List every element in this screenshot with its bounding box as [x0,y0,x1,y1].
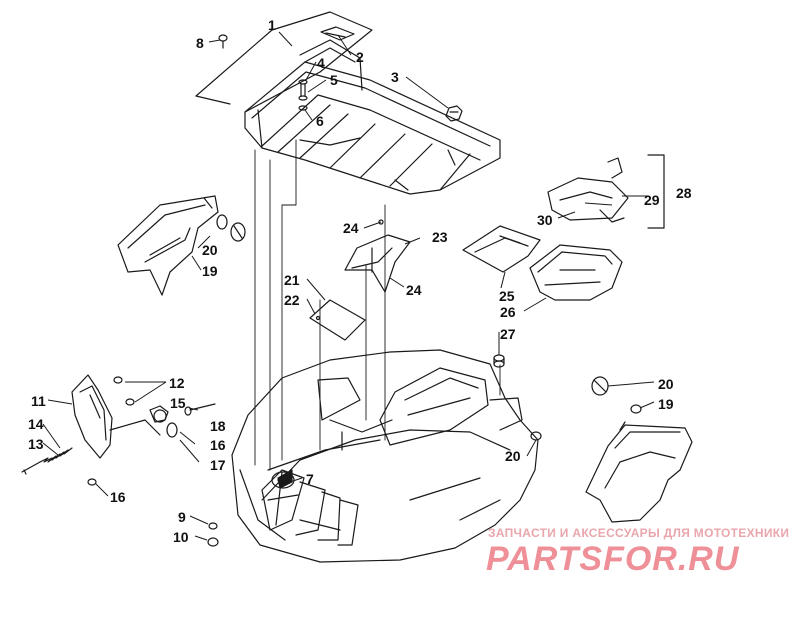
callout-26: 26 [500,304,516,320]
fastener-12 [114,377,134,405]
callout-12: 12 [169,375,185,391]
left-side-panel [118,196,218,295]
center-access-panel [310,300,365,340]
watermark-logo: PARTSFOR.RU [486,540,740,578]
callout-16-right: 16 [210,437,226,453]
front-rack [245,40,500,194]
rear-storage-cover [548,158,628,222]
front-body-panel [232,350,538,562]
center-bracket [345,220,410,292]
callout-19-left: 19 [202,263,218,279]
callout-5: 5 [330,72,338,88]
callout-25: 25 [499,288,515,304]
callout-28: 28 [676,185,692,201]
callout-27: 27 [500,326,516,342]
watermark-subtitle: ЗАПЧАСТИ И АКСЕССУАРЫ ДЛЯ МОТОТЕХНИКИ [488,526,790,540]
callout-21: 21 [284,272,300,288]
group-bracket-28 [648,155,664,228]
callout-19-right: 19 [658,396,674,412]
callout-20-left: 20 [202,242,218,258]
callout-15: 15 [170,395,186,411]
callout-24-bottom: 24 [406,282,422,298]
callout-6: 6 [316,113,324,129]
leader-lines [255,140,500,470]
fastener-9-10 [208,523,218,546]
headlight-housing [72,375,160,458]
storage-tub [530,245,622,300]
callout-16-left: 16 [110,489,126,505]
callout-14: 14 [28,416,44,432]
washer-16-17 [88,406,177,485]
left-grommet [217,215,245,241]
rack-frame-outline [196,12,372,112]
rack-decal [321,27,354,40]
callout-4: 4 [317,55,325,71]
callout-9: 9 [178,509,186,525]
callout-1: 1 [268,17,276,33]
callout-29: 29 [644,192,660,208]
callout-2: 2 [356,49,364,65]
callout-20-center: 20 [505,448,521,464]
callout-24-top: 24 [343,220,359,236]
callout-20-right: 20 [658,376,674,392]
callout-11: 11 [31,393,46,409]
callout-7: 7 [306,471,314,487]
callout-18: 18 [210,418,226,434]
callout-8: 8 [196,35,204,51]
callout-10: 10 [173,529,189,545]
callout-30: 30 [537,212,553,228]
screw-8 [219,35,227,48]
storage-lid [463,226,540,272]
right-side-panel [586,422,692,522]
emblem-7 [272,472,294,488]
lock-nut [446,106,462,121]
callout-13: 13 [28,436,44,452]
adjuster-spring [22,448,72,474]
callout-23: 23 [432,229,448,245]
callout-22: 22 [284,292,300,308]
callout-3: 3 [391,69,399,85]
callout-17: 17 [210,457,226,473]
rack-bolt [299,80,307,110]
